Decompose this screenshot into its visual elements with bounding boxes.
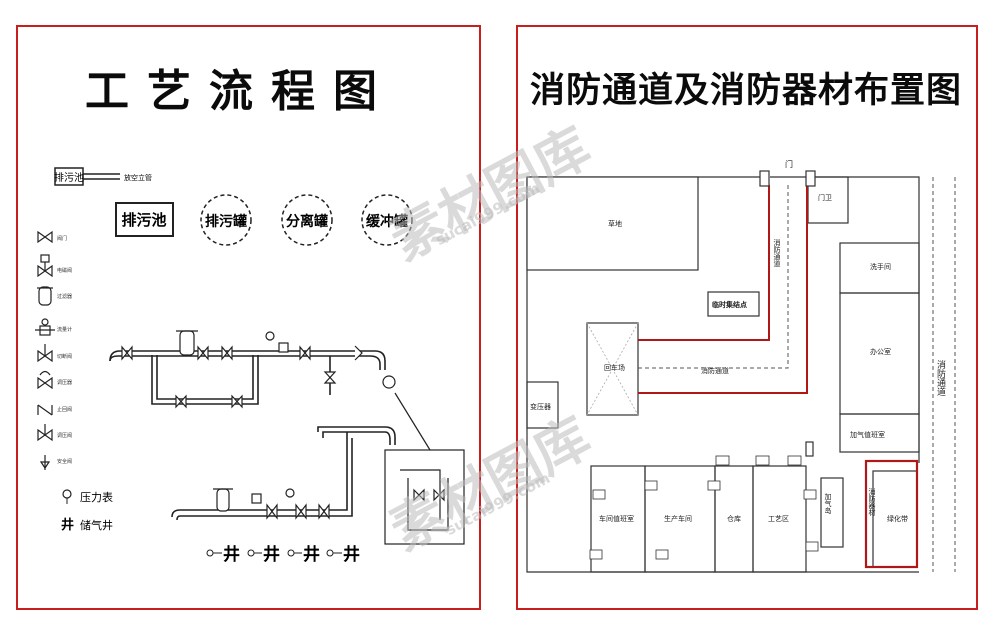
production-label: 生产车间 [664, 514, 692, 523]
fire-equipment-label: 消防器材 [868, 487, 876, 516]
gauge-legend: 压力表 井 储气井 [61, 489, 113, 533]
gate-marks [759, 170, 816, 457]
horizontal-lane-label: 消防通道 [701, 366, 729, 375]
fire-lanes [638, 185, 919, 569]
check-valve-icon [37, 404, 53, 416]
green-belt-label: 绿化带 [887, 514, 908, 523]
pipe-network [109, 350, 396, 521]
svg-text:流量计: 流量计 [57, 326, 72, 333]
gas-duty-label: 加气值班室 [850, 430, 885, 439]
svg-text:调压器: 调压器 [57, 379, 72, 386]
tank-label: 分离罐 [286, 213, 328, 230]
detail-callout [384, 392, 465, 545]
fire-lane-panel [516, 25, 978, 610]
process-area [752, 465, 807, 573]
process-flow-panel [16, 25, 481, 610]
well: 井 [263, 544, 280, 565]
site-labels: 草地 门 门卫 洗手间 办公室 加气值班室 临时集结点 回车场 变压器 消防通道… [530, 159, 946, 523]
fire-lane-title: 消防通道及消防器材布置图 [530, 71, 963, 111]
pressure-valve-icon [37, 424, 53, 442]
svg-text:切断阀: 切断阀 [57, 353, 72, 360]
parking-label: 回车场 [604, 363, 625, 372]
svg-text:过滤器: 过滤器 [57, 293, 72, 300]
valve-icon [37, 230, 53, 244]
safety-valve-icon [39, 455, 51, 470]
fuel-island [820, 477, 844, 548]
washroom-label: 洗手间 [870, 262, 891, 271]
warehouse-label: 仓库 [727, 514, 741, 523]
tank-label: 缓冲罐 [366, 213, 408, 230]
well-icon: 井 [61, 517, 74, 533]
vent-box-label: 排污池 [54, 171, 84, 184]
flowmeter-icon [35, 318, 55, 336]
well: 井 [343, 544, 360, 565]
drain-well-label: 储气井 [80, 518, 113, 532]
vertical-lane-label: 消防通道 [773, 238, 781, 268]
transformer-room [526, 381, 559, 429]
workshop-duty-label: 车间值班室 [599, 514, 634, 523]
legend [35, 230, 55, 470]
transformer-label: 变压器 [530, 402, 551, 411]
pipe-valves [121, 345, 363, 520]
vent-box: 排污池 放空立管 [54, 167, 152, 186]
turning-area [586, 322, 639, 416]
svg-text:调压阀: 调压阀 [57, 432, 72, 439]
svg-text:止回阀: 止回阀 [57, 406, 72, 413]
lane-centerlines [638, 177, 956, 572]
filter-element [176, 330, 396, 512]
well: 井 [303, 544, 320, 565]
tank-row: 排污池 排污罐 分离罐 缓冲罐 [115, 194, 413, 246]
svg-text:安全阀: 安全阀 [57, 458, 72, 465]
process-label: 工艺区 [768, 515, 789, 523]
island-label: 加气岛 [824, 492, 832, 515]
vent-pipe-label: 放空立管 [124, 173, 152, 182]
solenoid-valve-icon [37, 254, 53, 278]
right-lane-label: 消防通道 [935, 359, 946, 397]
regulator-icon [37, 370, 53, 390]
filter-icon [37, 286, 53, 306]
office-label: 办公室 [870, 347, 891, 356]
svg-text:阀门: 阀门 [57, 235, 67, 242]
shutoff-valve-icon [37, 344, 53, 363]
svg-text:电磁阀: 电磁阀 [57, 267, 72, 274]
legend-labels: 阀门 电磁阀 过滤器 流量计 切断阀 调压器 止回阀 调压阀 安全阀 [57, 235, 72, 465]
guard-label: 门卫 [818, 193, 832, 202]
extinguisher-tags [589, 455, 819, 560]
gas-duty-room [839, 413, 920, 453]
site-outline [526, 176, 920, 573]
lawn-area [526, 176, 699, 271]
assembly-label: 临时集结点 [712, 300, 747, 309]
tank-label: 排污池 [121, 211, 166, 229]
tank-label: 排污罐 [205, 213, 247, 230]
gate-label: 门 [785, 159, 793, 169]
well-row: 井 井 井 井 [206, 544, 360, 565]
pressure-gauge-label: 压力表 [80, 490, 113, 504]
process-flow-title: 工艺流程图 [85, 66, 395, 117]
turning-area-diagonals [586, 322, 639, 416]
assembly-point [707, 291, 760, 317]
well: 井 [223, 544, 240, 565]
lawn-label: 草地 [608, 219, 622, 228]
